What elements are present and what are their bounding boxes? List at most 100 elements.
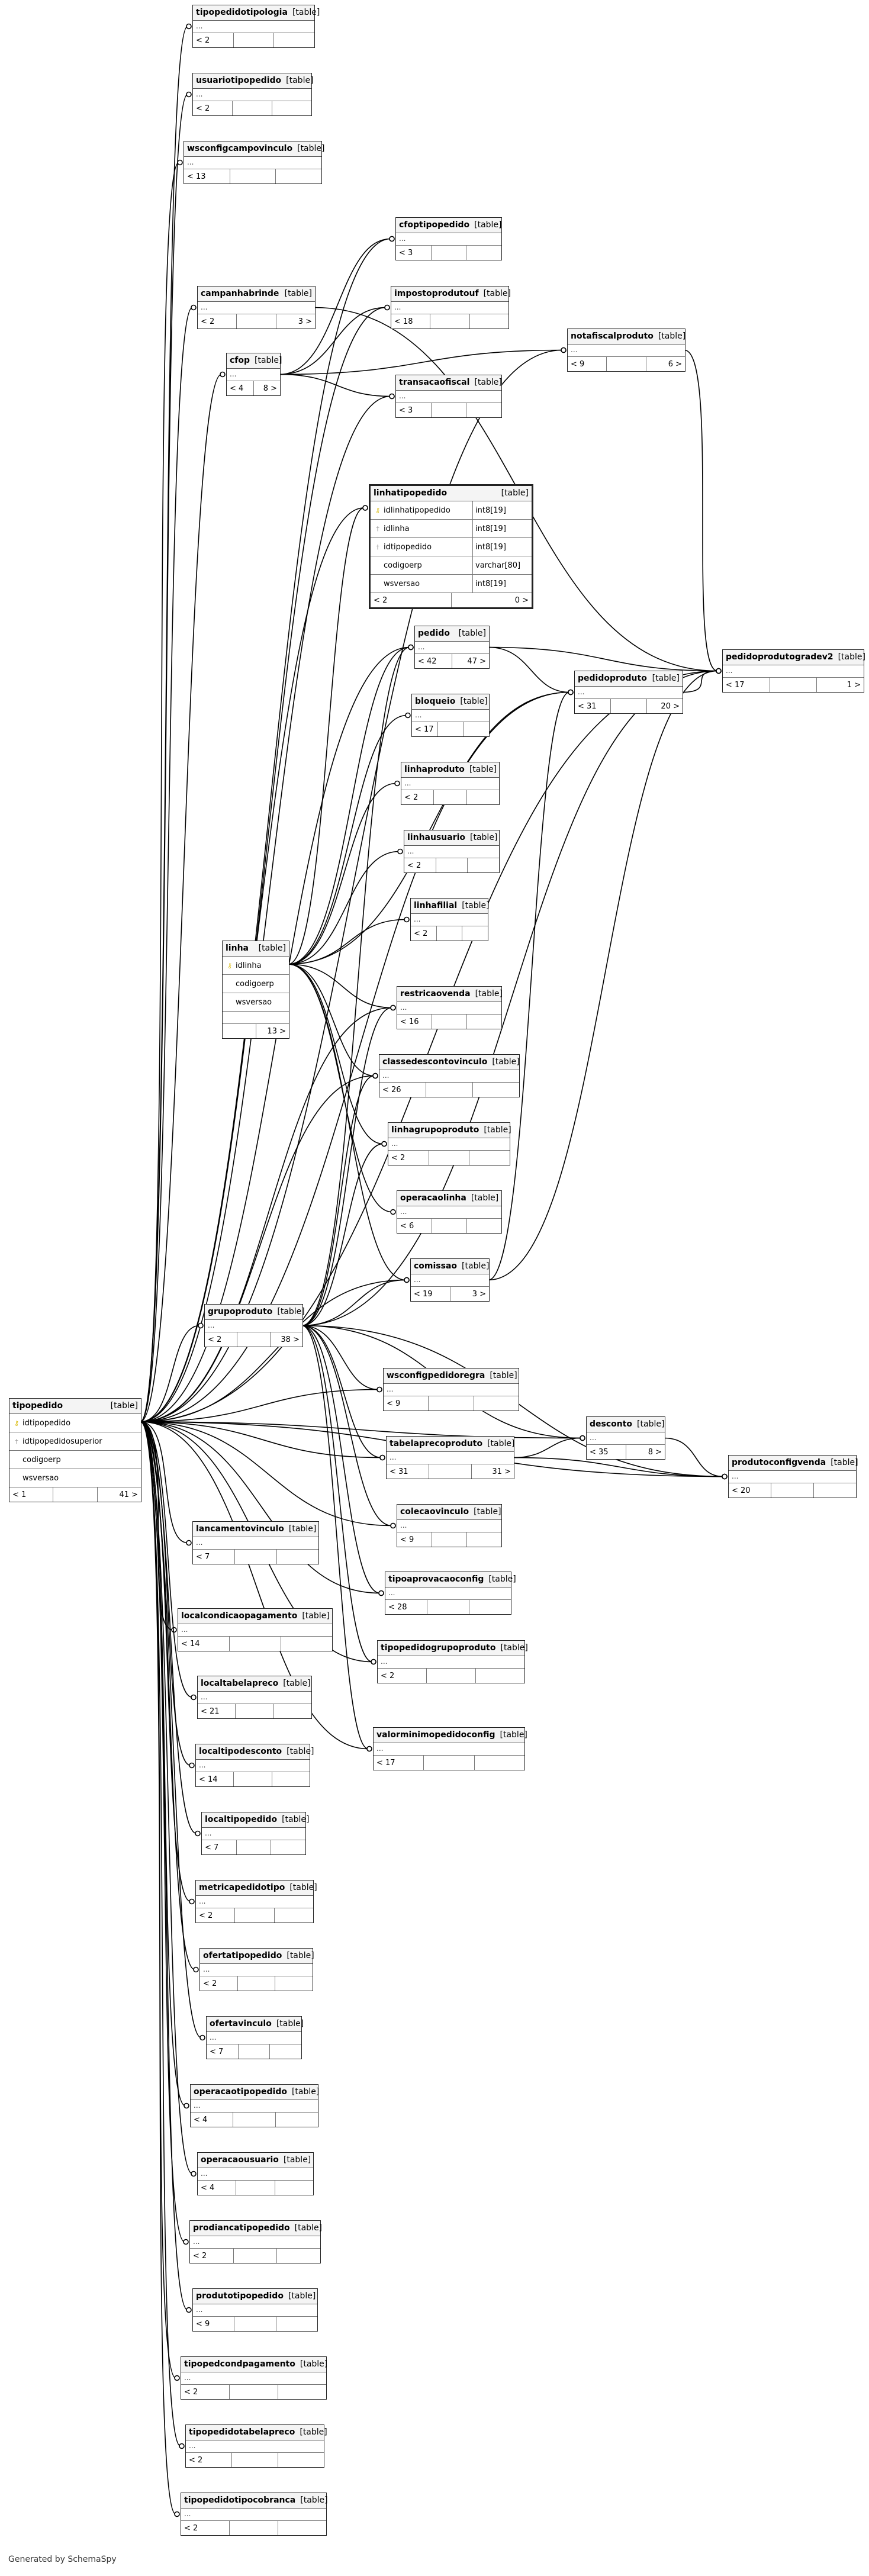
table-operacaolinha[interactable]: operacaolinha[table]...< 6 xyxy=(397,1190,502,1234)
parent-count[interactable]: < 17 xyxy=(374,1756,424,1770)
child-count[interactable]: 38 > xyxy=(281,1335,300,1344)
table-tipopedidotipologia[interactable]: tipopedidotipologia[table]...< 2 xyxy=(192,5,320,48)
table-name[interactable]: prodiancatipopedido xyxy=(193,2223,290,2233)
table-name[interactable]: wsconfigcampovinculo xyxy=(187,144,293,153)
table-name[interactable]: comissao xyxy=(414,1261,458,1271)
child-count[interactable]: 3 > xyxy=(472,1289,486,1299)
table-name[interactable]: localcondicaopagamento xyxy=(181,1611,298,1621)
parent-count[interactable]: < 6 xyxy=(397,1219,432,1233)
child-count[interactable]: 6 > xyxy=(668,359,682,369)
table-name[interactable]: linhafilial xyxy=(414,901,458,910)
child-count[interactable]: 0 > xyxy=(514,595,529,605)
child-count[interactable]: 13 > xyxy=(267,1026,286,1036)
parent-count[interactable]: < 16 xyxy=(397,1015,432,1029)
table-tipopedcondpagamento[interactable]: tipopedcondpagamento[table]...< 2 xyxy=(181,2356,327,2400)
parent-count[interactable]: < 17 xyxy=(723,678,770,692)
table-name[interactable]: pedidoproduto xyxy=(578,674,647,683)
parent-count[interactable]: < 2 xyxy=(200,1976,238,1991)
table-name[interactable]: cfoptipopedido xyxy=(399,220,470,230)
table-localtabelapreco[interactable]: localtabelapreco[table]...< 21 xyxy=(197,1676,312,1719)
table-name[interactable]: produtotipopedido xyxy=(196,2291,284,2301)
parent-count[interactable]: < 3 xyxy=(396,246,432,260)
table-name[interactable]: bloqueio xyxy=(415,697,456,706)
parent-count[interactable]: < 2 xyxy=(371,593,452,607)
table-name[interactable]: desconto xyxy=(590,1419,633,1429)
table-localtipodesconto[interactable]: localtipodesconto[table]...< 14 xyxy=(195,1744,314,1787)
parent-count[interactable]: < 2 xyxy=(193,33,234,47)
table-name[interactable]: wsconfigpedidoregra xyxy=(387,1371,485,1380)
parent-count[interactable]: < 7 xyxy=(207,2044,239,2059)
table-name[interactable]: localtabelapreco xyxy=(201,1679,279,1688)
table-name[interactable]: linhausuario xyxy=(407,833,466,842)
table-impostoprodutouf[interactable]: impostoprodutouf[table]...< 18 xyxy=(391,286,511,329)
parent-count[interactable]: < 2 xyxy=(190,2249,234,2263)
parent-count[interactable]: < 4 xyxy=(227,381,254,395)
table-name[interactable]: pedidoprodutogradev2 xyxy=(726,652,833,662)
table-name[interactable]: campanhabrinde xyxy=(201,289,279,298)
parent-count[interactable]: < 2 xyxy=(411,926,437,941)
parent-count[interactable]: < 13 xyxy=(184,169,230,183)
parent-count[interactable]: < 20 xyxy=(729,1483,771,1498)
parent-count[interactable]: < 2 xyxy=(198,314,237,329)
table-name[interactable]: classedescontovinculo xyxy=(382,1057,488,1067)
parent-count[interactable]: < 14 xyxy=(178,1637,230,1651)
parent-count[interactable]: < 2 xyxy=(181,2521,230,2535)
parent-count[interactable]: < 26 xyxy=(379,1083,426,1097)
table-name[interactable]: operacaousuario xyxy=(201,2155,279,2165)
parent-count[interactable]: < 35 xyxy=(587,1445,626,1459)
table-localtipopedido[interactable]: localtipopedido[table]...< 7 xyxy=(201,1812,309,1855)
table-name[interactable]: cfop xyxy=(230,356,250,365)
table-metricapedidotipo[interactable]: metricapedidotipo[table]...< 2 xyxy=(195,1880,317,1923)
parent-count[interactable]: < 17 xyxy=(412,722,438,736)
parent-count[interactable]: < 14 xyxy=(196,1772,234,1786)
table-tipopedidotabelapreco[interactable]: tipopedidotabelapreco[table]...< 2 xyxy=(185,2424,327,2468)
parent-count[interactable]: < 1 xyxy=(9,1487,54,1502)
table-classedescontovinculo[interactable]: classedescontovinculo[table]...< 26 xyxy=(379,1054,520,1097)
parent-count[interactable]: < 42 xyxy=(415,654,452,668)
parent-count[interactable]: < 31 xyxy=(387,1464,429,1479)
table-name[interactable]: produtoconfigvenda xyxy=(732,1458,826,1467)
parent-count[interactable]: < 28 xyxy=(385,1600,427,1614)
parent-count[interactable]: < 2 xyxy=(196,1908,236,1923)
parent-count[interactable]: < 4 xyxy=(191,2113,233,2127)
table-linhaproduto[interactable]: linhaproduto[table]...< 2 xyxy=(401,762,500,805)
table-name[interactable]: linhatipopedido xyxy=(374,488,448,498)
table-ofertatipopedido[interactable]: ofertatipopedido[table]...< 2 xyxy=(199,1948,314,1991)
table-linhausuario[interactable]: linhausuario[table]...< 2 xyxy=(404,830,500,873)
parent-count[interactable]: < 2 xyxy=(378,1669,427,1683)
table-name[interactable]: usuariotipopedido xyxy=(196,76,282,85)
child-count[interactable]: 41 > xyxy=(119,1490,138,1499)
table-produtoconfigvenda[interactable]: produtoconfigvenda[table]...< 20 xyxy=(728,1455,858,1498)
table-name[interactable]: operacaotipopedido xyxy=(194,2087,287,2097)
child-count[interactable]: 8 > xyxy=(263,384,277,393)
table-tipoaprovacaoconfig[interactable]: tipoaprovacaoconfig[table]...< 28 xyxy=(385,1572,516,1615)
table-name[interactable]: localtipodesconto xyxy=(199,1747,282,1756)
table-operacaotipopedido[interactable]: operacaotipopedido[table]...< 4 xyxy=(190,2084,319,2127)
table-wsconfigcampovinculo[interactable]: wsconfigcampovinculo[table]...< 13 xyxy=(184,141,325,184)
table-linhatipopedido[interactable]: linhatipopedido[table]⚷idlinhatipopedido… xyxy=(369,484,533,609)
table-lancamentovinculo[interactable]: lancamentovinculo[table]...< 7 xyxy=(192,1521,319,1564)
table-name[interactable]: linhaproduto xyxy=(404,765,465,774)
parent-count[interactable]: < 7 xyxy=(202,1840,237,1854)
table-name[interactable]: ofertatipopedido xyxy=(203,1951,282,1960)
table-name[interactable]: tipopedidotipocobranca xyxy=(184,2496,296,2505)
table-linhagrupoproduto[interactable]: linhagrupoproduto[table]...< 2 xyxy=(388,1122,511,1165)
table-name[interactable]: notafiscalproduto xyxy=(571,331,654,341)
table-restricaovenda[interactable]: restricaovenda[table]...< 16 xyxy=(397,986,503,1029)
parent-count[interactable]: < 9 xyxy=(568,357,607,371)
parent-count[interactable]: < 7 xyxy=(193,1550,235,1564)
parent-count[interactable]: < 2 xyxy=(186,2453,232,2467)
parent-count[interactable]: < 18 xyxy=(391,314,431,329)
table-name[interactable]: transacaofiscal xyxy=(399,378,470,387)
table-tipopedidotipocobranca[interactable]: tipopedidotipocobranca[table]...< 2 xyxy=(181,2493,328,2536)
table-name[interactable]: valorminimopedidoconfig xyxy=(376,1730,495,1740)
table-name[interactable]: impostoprodutouf xyxy=(394,289,479,298)
child-count[interactable]: 3 > xyxy=(298,317,312,326)
parent-count[interactable]: < 21 xyxy=(198,1704,236,1718)
